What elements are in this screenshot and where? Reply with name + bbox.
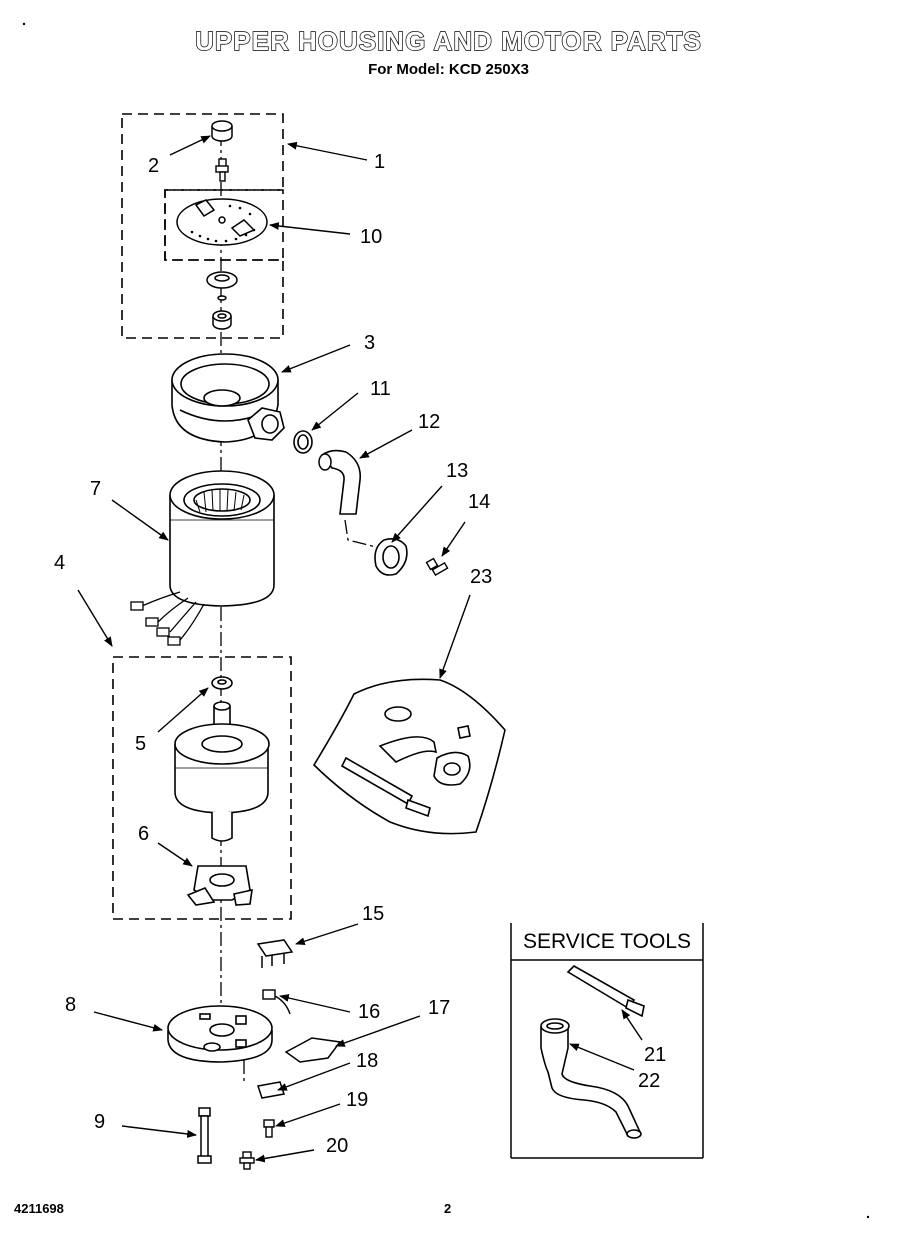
callout-8: 8 — [65, 994, 76, 1016]
part-lower-end-frame — [167, 1005, 273, 1063]
part-upper-housing — [171, 353, 285, 443]
part-small-screw-bottom — [239, 1151, 255, 1170]
part-long-bolt — [197, 1107, 212, 1164]
callout-16: 16 — [358, 1001, 380, 1023]
callout-5: 5 — [135, 733, 146, 755]
callout-3: 3 — [364, 332, 375, 354]
model-subtitle: For Model: KCD 250X3 — [368, 61, 529, 78]
part-stator-housing — [169, 470, 275, 607]
part-switch-lead — [262, 989, 291, 1015]
callout-6: 6 — [138, 823, 149, 845]
part-bolt — [425, 557, 449, 577]
callout-19: 19 — [346, 1089, 368, 1111]
part-turntable-plate — [176, 198, 268, 246]
part-gasket-ring — [293, 430, 313, 454]
service-tools-title: SERVICE TOOLS — [522, 930, 692, 953]
callout-1: 1 — [374, 151, 385, 173]
callout-22: 22 — [638, 1070, 660, 1092]
callout-13: 13 — [446, 460, 468, 482]
callout-23: 23 — [470, 566, 492, 588]
callout-20: 20 — [326, 1135, 348, 1157]
page-number: 2 — [444, 1201, 452, 1216]
callout-7: 7 — [90, 478, 101, 500]
assembly-10-dashed-outline — [164, 189, 284, 261]
part-grommet-cap — [211, 120, 233, 142]
part-flange-gasket — [374, 538, 408, 576]
callout-12: 12 — [418, 411, 440, 433]
part-small-plate — [257, 1081, 285, 1099]
service-tools-frame — [510, 923, 704, 1159]
part-motor-leads — [130, 591, 205, 646]
part-rotor-washer — [211, 676, 233, 690]
part-stopper-tool — [540, 1018, 642, 1139]
part-small-washer — [217, 295, 227, 301]
page-title: UPPER HOUSING AND MOTOR PARTS — [194, 25, 702, 56]
callout-9: 9 — [94, 1111, 105, 1133]
callout-18: 18 — [356, 1050, 378, 1072]
part-wrench-tool — [566, 965, 645, 1018]
callout-15: 15 — [362, 903, 384, 925]
document-number: 4211698 — [14, 1201, 64, 1216]
part-rotor — [174, 701, 270, 842]
callout-10: 10 — [360, 226, 382, 248]
part-cover-plate — [284, 1037, 342, 1063]
callout-14: 14 — [468, 491, 490, 513]
part-elbow-tube — [320, 449, 362, 515]
callout-4: 4 — [54, 552, 65, 574]
callout-11: 11 — [370, 378, 391, 400]
assembly-4-dashed-outline — [112, 656, 292, 920]
callout-21: 21 — [644, 1044, 666, 1066]
part-small-screw — [215, 158, 229, 182]
callout-2: 2 — [148, 155, 159, 177]
part-service-kit-bag — [312, 678, 506, 835]
part-screw — [263, 1119, 275, 1138]
part-fan-bracket — [186, 865, 253, 906]
callout-17: 17 — [428, 997, 450, 1019]
part-terminal-clip — [256, 939, 294, 968]
